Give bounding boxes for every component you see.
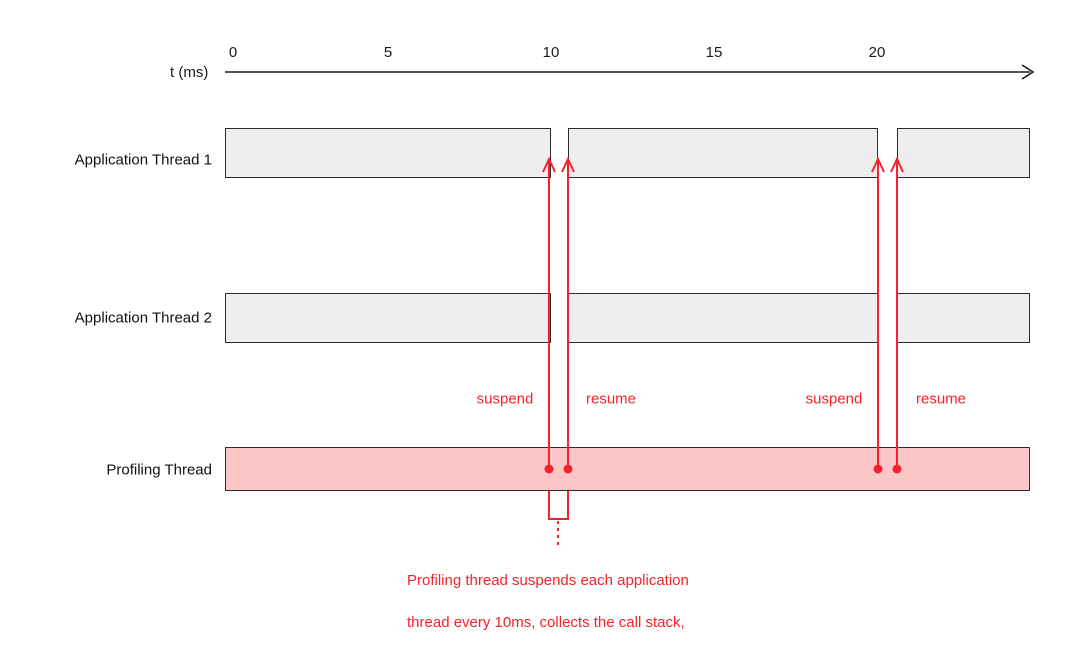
annotation-text: Profiling thread suspends each applicati… — [407, 549, 689, 647]
axis-tick-0: 0 — [228, 44, 238, 61]
sample-dot-suspend-2 — [873, 464, 883, 474]
thread1-segment-1 — [225, 128, 551, 178]
event-label-suspend-2: suspend — [805, 390, 863, 408]
sample-dot-suspend-1 — [544, 464, 554, 474]
annotation-line-1: Profiling thread suspends each applicati… — [407, 572, 689, 589]
axis-tick-15: 15 — [705, 44, 723, 61]
axis-label-time: t (ms) — [170, 64, 209, 81]
thread1-segment-3 — [897, 128, 1030, 178]
row-label-application-thread-2: Application Thread 2 — [74, 309, 212, 327]
thread2-segment-1 — [225, 293, 551, 343]
thread2-segment-2 — [568, 293, 878, 343]
row-label-application-thread-1: Application Thread 1 — [74, 151, 212, 169]
thread1-segment-2 — [568, 128, 878, 178]
row-label-profiling-thread: Profiling Thread — [106, 461, 212, 479]
thread2-segment-3 — [897, 293, 1030, 343]
axis-tick-10: 10 — [542, 44, 560, 61]
sample-window-bracket — [548, 491, 569, 548]
sample-dot-resume-2 — [892, 464, 902, 474]
axis-tick-20: 20 — [868, 44, 886, 61]
event-label-resume-1: resume — [585, 390, 637, 408]
event-label-suspend-1: suspend — [476, 390, 534, 408]
axis-tick-5: 5 — [383, 44, 393, 61]
annotation-line-2: thread every 10ms, collects the call sta… — [407, 614, 685, 631]
event-label-resume-2: resume — [915, 390, 967, 408]
sample-dot-resume-1 — [563, 464, 573, 474]
time-axis-line — [225, 64, 1035, 80]
profiling-thread-bar — [225, 447, 1030, 491]
